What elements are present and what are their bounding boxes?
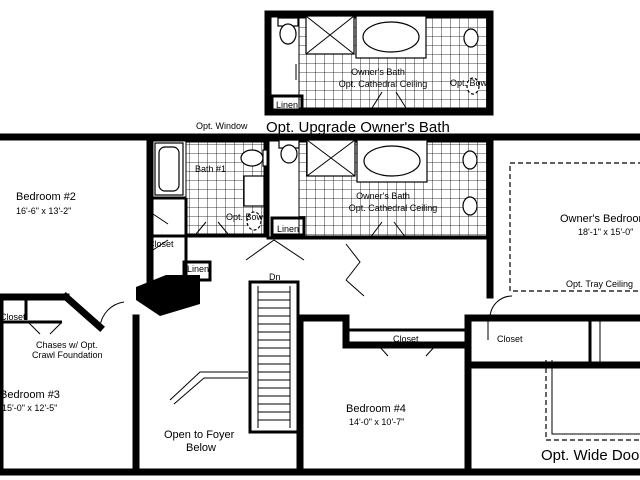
- option-bath-linen: Linen: [276, 100, 298, 110]
- foyer-line1: Open to Foyer: [164, 429, 235, 441]
- stairs-down: Dn: [269, 272, 281, 282]
- bedroom3-name: Bedroom #3: [0, 389, 60, 401]
- bedroom3-area: [0, 292, 140, 476]
- bedroom4-name: Bedroom #4: [346, 403, 406, 415]
- owners-bedroom-size: 18'-1" x 15'-0": [578, 227, 633, 237]
- wide-door-label: Opt. Wide Door: [541, 447, 640, 464]
- owners-bedroom-note: Opt. Tray Ceiling: [566, 279, 633, 289]
- upgrade-title: Opt. Upgrade Owner's Bath: [266, 119, 450, 136]
- closet-owner: Closet: [497, 334, 523, 344]
- owners-bath-linen: Linen: [277, 224, 299, 234]
- bedroom2-area: [136, 136, 212, 316]
- chases-line1: Chases w/ Opt.: [36, 340, 98, 350]
- option-bath-bowl: Opt. Bowl: [450, 78, 489, 88]
- opt-window-label: Opt. Window: [196, 121, 248, 131]
- bath1-area: [150, 138, 269, 238]
- bedroom2-name: Bedroom #2: [16, 191, 76, 203]
- option-bath-name: Owner's Bath: [351, 67, 405, 77]
- hall-door-swing: [345, 243, 365, 297]
- option-bath-inset: [264, 10, 494, 116]
- bath1-name: Bath #1: [195, 164, 226, 174]
- closet-bedroom3: Closet: [0, 312, 26, 322]
- bedroom4-area: [296, 314, 472, 476]
- stairs: [169, 239, 305, 434]
- chases-line2: Crawl Foundation: [32, 350, 103, 360]
- bedroom3-size: 15'-0" x 12'-5": [2, 403, 57, 413]
- owners-closet-area: [464, 314, 640, 441]
- bath1-bowl: Opt. Bowl: [226, 212, 265, 222]
- bedroom4-size: 14'-0" x 10'-7": [349, 417, 404, 427]
- option-bath-note: Opt. Cathedral Ceiling: [339, 79, 428, 89]
- closet-bedroom2: Closet: [148, 239, 174, 249]
- closet-bedroom4: Closet: [393, 334, 419, 344]
- owners-bath-note: Opt. Cathedral Ceiling: [349, 203, 438, 213]
- foyer-line2: Below: [186, 442, 216, 454]
- linen-hall: Linen: [187, 264, 209, 274]
- bedroom2-size: 16'-6" x 13'-2": [16, 206, 71, 216]
- owners-bedroom-name: Owner's Bedroom: [560, 213, 640, 225]
- owners-bath-name: Owner's Bath: [356, 191, 410, 201]
- owners-bath-area: [266, 138, 492, 240]
- exterior-walls: [0, 133, 640, 476]
